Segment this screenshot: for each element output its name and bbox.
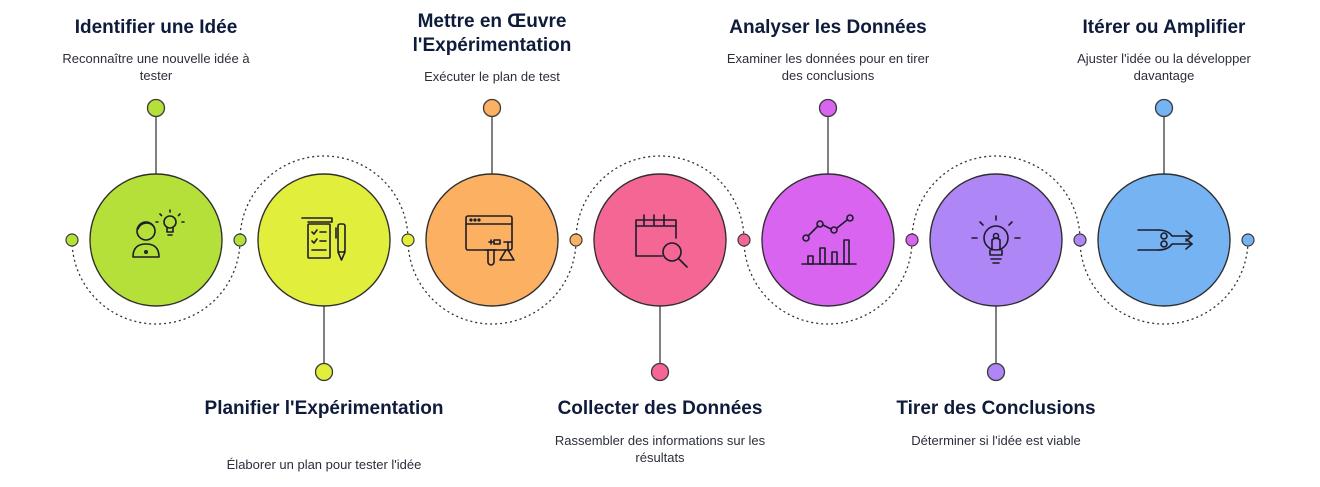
connector-dot-3 (482, 98, 502, 118)
step-circle-1 (89, 173, 223, 307)
connector-dot-1 (146, 98, 166, 118)
step-7-description: Ajuster l'idée ou la développer davantag… (1077, 51, 1251, 83)
step-6-title: Tirer des Conclusions (896, 398, 1096, 419)
step-1-description: Reconnaître une nouvelle idée à tester (62, 51, 250, 83)
dotted-arc-2 (239, 155, 409, 241)
step-circle-4 (593, 173, 727, 307)
dotted-arc-3 (407, 239, 577, 325)
step-4-title: Collecter des Données (557, 398, 763, 419)
lightbulb-icon (971, 215, 1021, 264)
connector-dot-4 (650, 362, 670, 382)
step-4-description: Rassembler des informations sur les résu… (554, 433, 766, 465)
connector-dot-2 (314, 362, 334, 382)
junction-dot-4 (569, 233, 583, 247)
person-lightbulb-icon (132, 209, 185, 258)
junction-dot-3 (401, 233, 415, 247)
step-3-title: Mettre en Œuvre l'Expérimentation (412, 11, 572, 56)
step-7-title: Itérer ou Amplifier (1082, 17, 1246, 38)
dotted-arc-6 (911, 155, 1081, 241)
connector-dot-6 (986, 362, 1006, 382)
step-5-description: Examiner les données pour en tirer des c… (726, 51, 930, 83)
step-circle-6 (929, 173, 1063, 307)
step-6-description: Déterminer si l'idée est viable (911, 433, 1081, 448)
step-5-title: Analyser les Données (729, 17, 927, 38)
step-circle-3 (425, 173, 559, 307)
step-circle-2 (257, 173, 391, 307)
browser-flask-icon (465, 215, 515, 266)
split-arrows-icon (1137, 229, 1193, 251)
junction-dot-8 (1241, 233, 1255, 247)
dotted-arc-1 (71, 239, 241, 325)
step-circle-5 (761, 173, 895, 307)
step-1-title: Identifier une Idée (74, 17, 238, 38)
junction-dot-5 (737, 233, 751, 247)
junction-dot-6 (905, 233, 919, 247)
junction-dot-7 (1073, 233, 1087, 247)
calendar-magnifier-icon (635, 214, 688, 268)
junction-dot-2 (233, 233, 247, 247)
line-bar-chart-icon (801, 214, 857, 265)
step-3-description: Exécuter le plan de test (424, 69, 560, 84)
step-circle-7 (1097, 173, 1231, 307)
step-2-title: Planifier l'Expérimentation (204, 398, 444, 419)
step-2-description: Élaborer un plan pour tester l'idée (226, 457, 422, 472)
junction-dot-1 (65, 233, 79, 247)
connector-dot-7 (1154, 98, 1174, 118)
clipboard-scroll-pencil-icon (301, 217, 346, 261)
dotted-arc-7 (1079, 239, 1249, 325)
dotted-arc-4 (575, 155, 745, 241)
connector-dot-5 (818, 98, 838, 118)
dotted-arc-5 (743, 239, 913, 325)
